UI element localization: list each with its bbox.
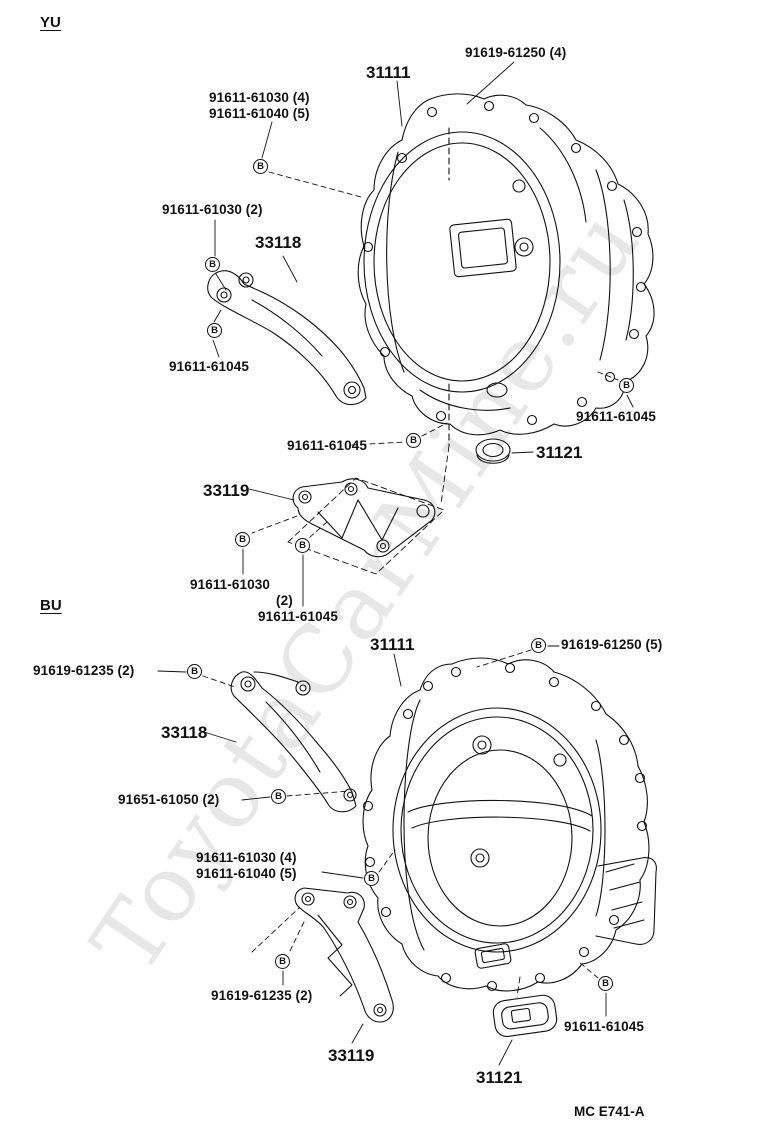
bolt-b-marker: B (253, 159, 268, 174)
part-label-qty-2-yu: (2) (276, 593, 293, 608)
clutch-housing-bu-drawing (362, 657, 657, 998)
part-label-91619-61250-bu: 91619-61250 (5) (561, 637, 663, 652)
clutch-housing-yu-drawing (357, 93, 655, 447)
bracket-33119-bu-drawing (294, 887, 394, 1023)
plug-31121-yu-drawing (475, 438, 511, 464)
part-label-91611-61045-a-yu: 91611-61045 (169, 359, 249, 374)
bolt-b-marker: B (235, 532, 250, 547)
stay-33118-yu-drawing (207, 270, 367, 406)
bolt-b-marker: B (531, 638, 546, 653)
leader-lines (157, 61, 634, 1066)
part-label-91619-61235-b-bu: 91619-61235 (2) (211, 988, 313, 1003)
part-label-91619-61235-a-bu: 91619-61235 (2) (33, 663, 135, 678)
bolt-b-marker: B (406, 433, 421, 448)
section-label-bu: BU (40, 597, 62, 614)
stay-33118-bu-drawing (230, 671, 357, 813)
bolt-b-marker: B (619, 378, 634, 393)
bolt-b-marker: B (598, 976, 613, 991)
bolt-b-marker: B (364, 871, 379, 886)
bolt-b-marker: B (295, 538, 310, 553)
part-label-91611-61030-bu: 91611-61030 (4) (196, 850, 297, 865)
drawing-code: MC E741-A (574, 1104, 645, 1119)
part-label-91611-61040-5-yu: 91611-61040 (5) (209, 106, 310, 121)
part-label-31111-yu: 31111 (366, 63, 411, 82)
section-label-yu: YU (40, 14, 61, 31)
plug-31121-bu-drawing (492, 994, 558, 1037)
part-label-91611-61045-bu: 91611-61045 (564, 1019, 644, 1034)
part-label-91611-61030-d-yu: 91611-61030 (190, 577, 270, 592)
bolt-b-marker: B (187, 664, 202, 679)
part-label-33118-yu: 33118 (255, 233, 302, 252)
part-label-31111-bu: 31111 (370, 635, 415, 654)
part-label-91611-61045-c-yu: 91611-61045 (287, 438, 367, 453)
part-label-91611-61040-bu: 91611-61040 (5) (196, 866, 297, 881)
part-label-91611-61045-d-yu: 91611-61045 (258, 609, 338, 624)
part-label-31121-bu: 31121 (476, 1068, 523, 1087)
part-label-33119-bu: 33119 (328, 1046, 375, 1065)
bolt-b-marker: B (207, 323, 222, 338)
part-label-91611-61030-4-yu: 91611-61030 (4) (209, 90, 310, 105)
part-label-91611-61045-b-yu: 91611-61045 (576, 409, 656, 424)
part-label-91651-61050-bu: 91651-61050 (2) (118, 792, 220, 807)
bolt-b-marker: B (275, 954, 290, 969)
part-label-33118-bu: 33118 (161, 723, 208, 742)
part-label-33119-yu: 33119 (203, 481, 250, 500)
bolt-b-marker: B (205, 257, 220, 272)
part-label-91619-61250-yu: 91619-61250 (4) (465, 45, 567, 60)
part-label-31121-yu: 31121 (536, 443, 583, 462)
bolt-b-marker: B (271, 789, 286, 804)
bracket-33119-yu-drawing (287, 445, 450, 575)
part-label-91611-61030-2-yu: 91611-61030 (2) (162, 202, 263, 217)
